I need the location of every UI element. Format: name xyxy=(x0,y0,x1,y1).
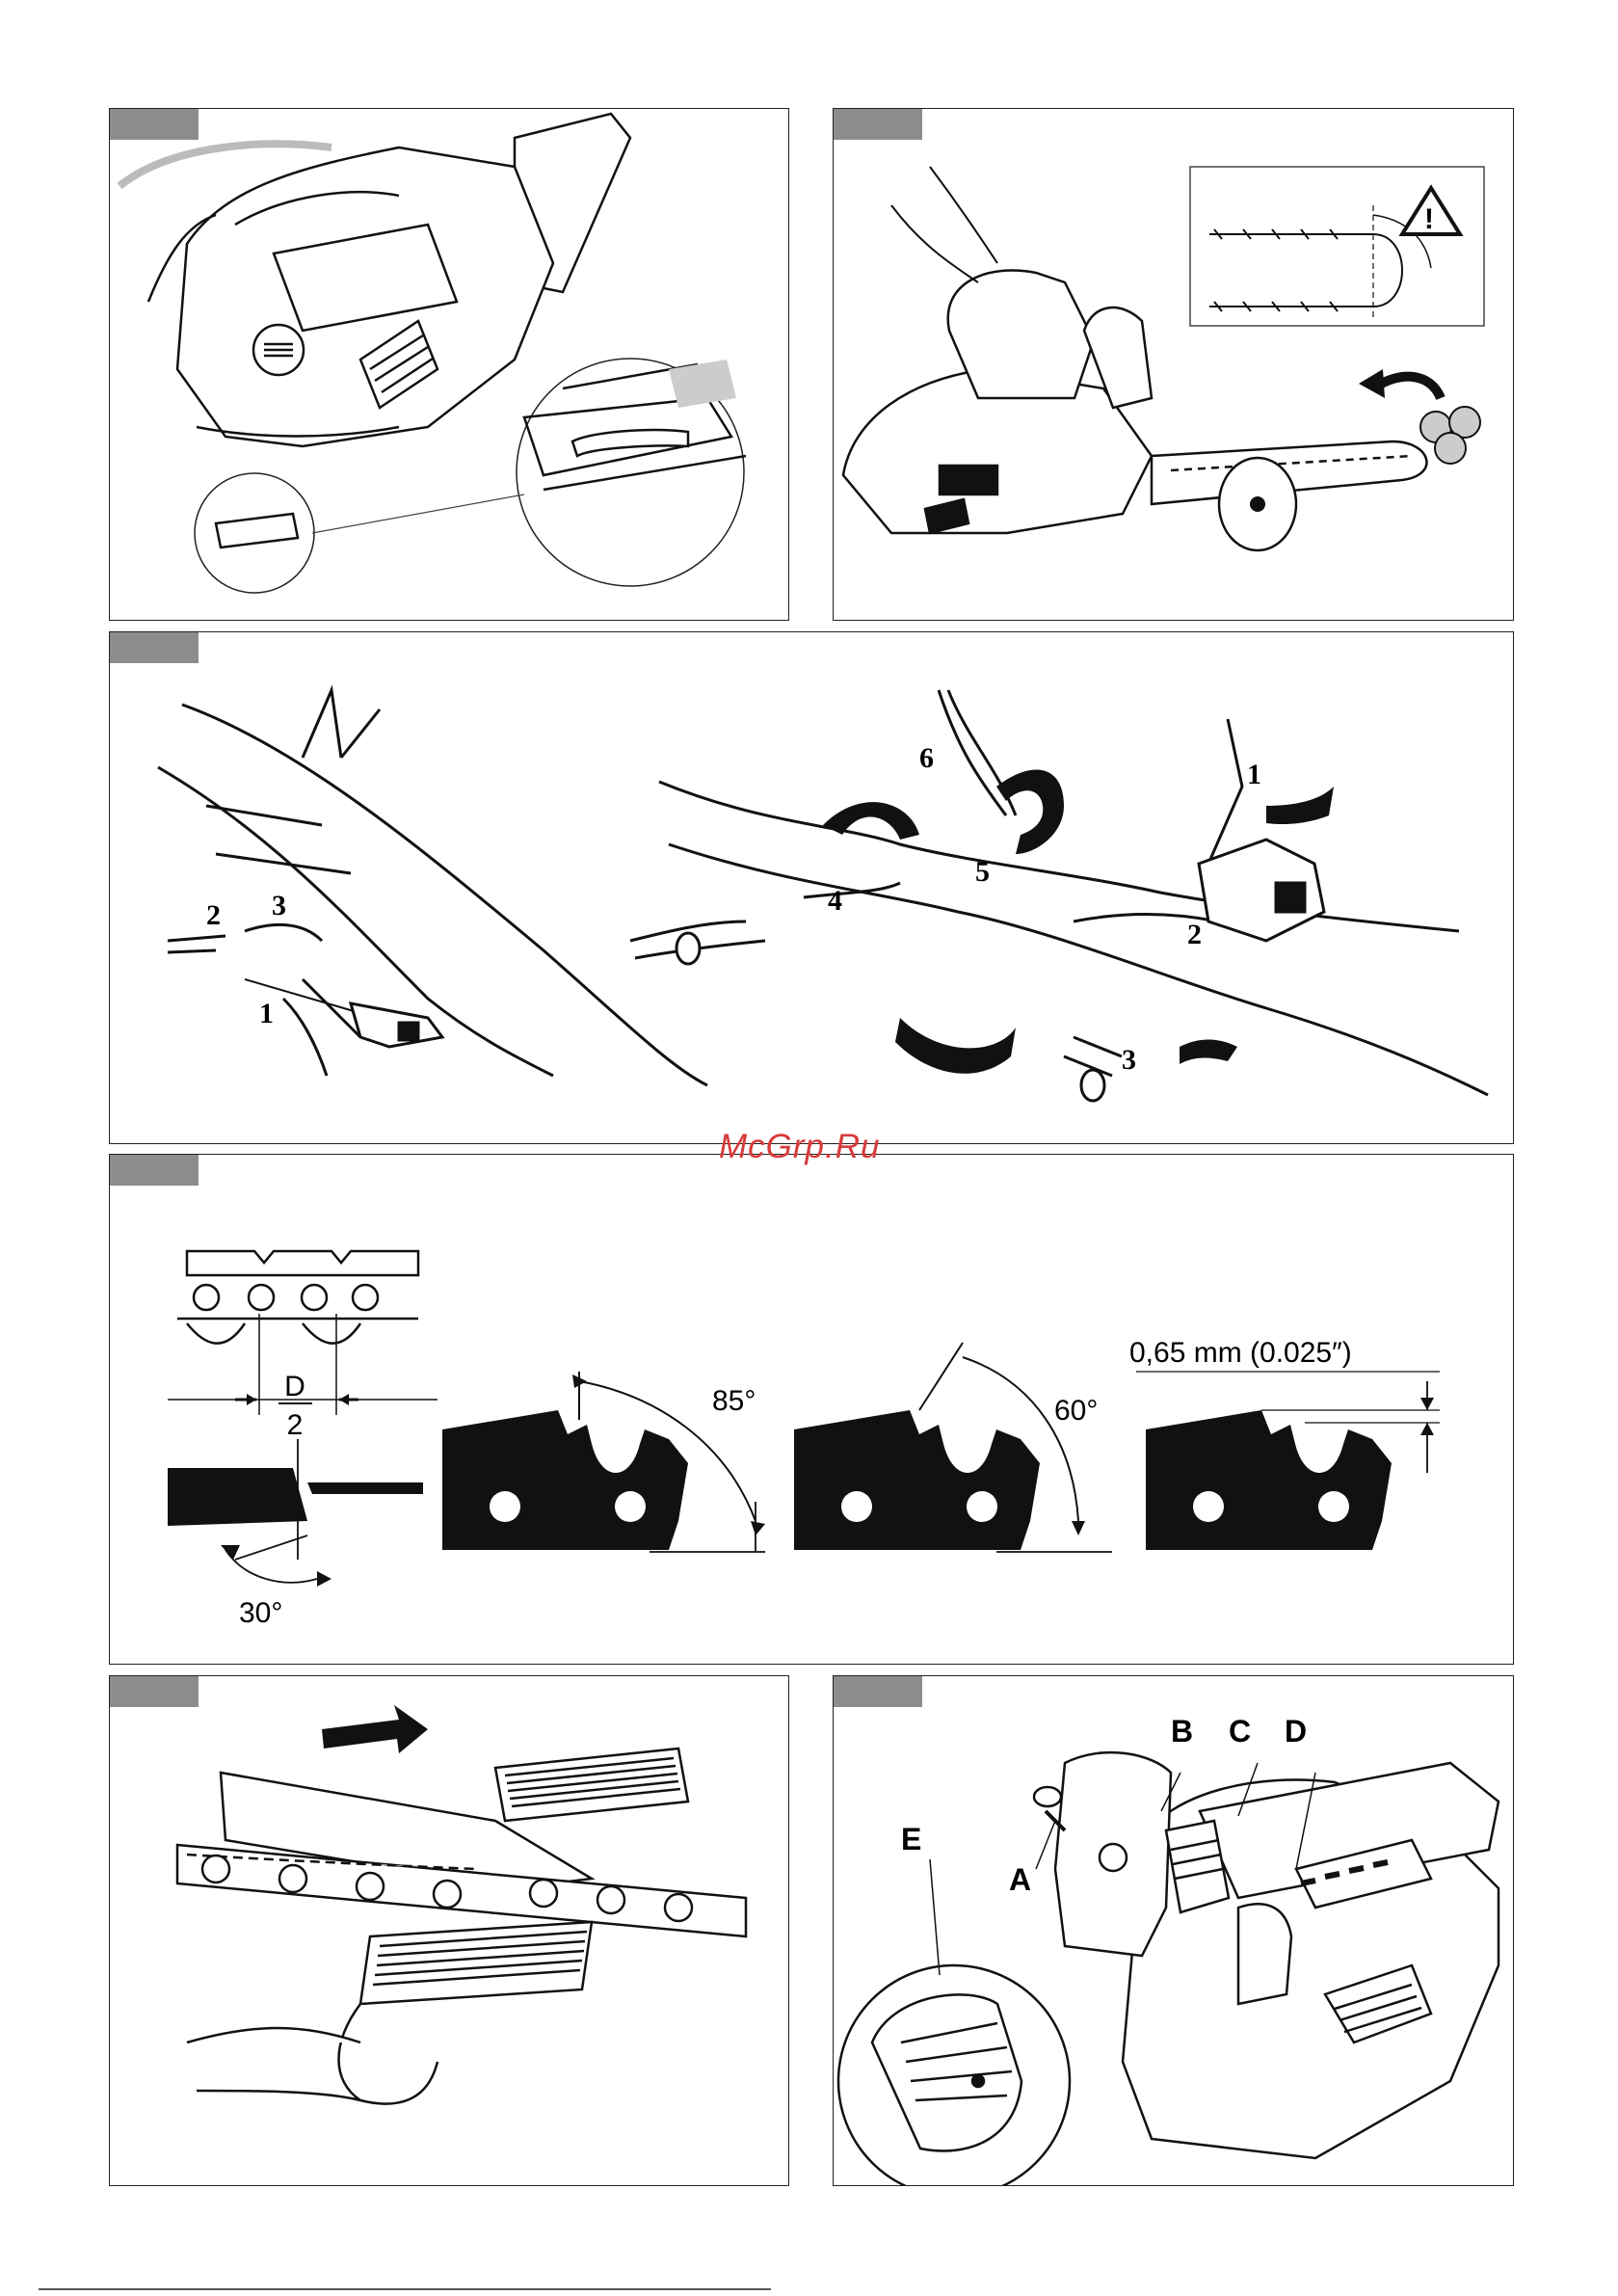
branch-cut-label: 1 xyxy=(1247,759,1261,790)
depth-gauge-label: 0,65 mm (0.025″) xyxy=(1129,1337,1352,1369)
angle-30-label: 30° xyxy=(239,1597,282,1629)
branch-cut-label: 3 xyxy=(1122,1044,1136,1076)
figure-panel-2: ! xyxy=(833,108,1514,621)
branch-cut-label: 5 xyxy=(975,856,990,888)
part-label-a: A xyxy=(1009,1862,1031,1897)
part-label-d: D xyxy=(1285,1714,1307,1749)
branch-cut-label: 1 xyxy=(259,998,274,1029)
cutter-tooth-depth-gauge: 0,65 mm (0.025″) xyxy=(1129,1337,1440,1550)
svg-text:!: ! xyxy=(1424,203,1434,235)
kickback-illustration: ! xyxy=(834,109,1514,621)
figure-panel-3: 2 3 1 6 5 4 1 xyxy=(109,631,1514,1144)
angle-85-label: 85° xyxy=(712,1385,756,1417)
figure-panel-4: D 2 30° 85° 60° xyxy=(109,1154,1514,1665)
chain-sharpening-diagram: D 2 30° 85° 60° xyxy=(110,1155,1514,1665)
file-guide-illustration xyxy=(110,1676,789,2186)
figure-panel-6: A B C D E xyxy=(833,1675,1514,2186)
part-label-e: E xyxy=(901,1822,921,1856)
angle-60-label: 60° xyxy=(1054,1395,1098,1427)
branch-cut-label: 3 xyxy=(272,890,286,921)
branch-cut-label: 2 xyxy=(1187,919,1202,950)
figure-panel-1 xyxy=(109,108,789,621)
figure-panel-5 xyxy=(109,1675,789,2186)
branch-cutting-illustration: 2 3 1 6 5 4 1 xyxy=(110,632,1514,1144)
branch-cut-label: 4 xyxy=(828,885,842,917)
branch-cut-label: 2 xyxy=(206,899,221,931)
footer-divider xyxy=(39,2288,771,2290)
branch-cut-label: 6 xyxy=(919,742,934,774)
parts-exploded-illustration: A B C D E xyxy=(834,1676,1514,2186)
part-label-c: C xyxy=(1229,1714,1251,1749)
cutter-tooth-85: 85° xyxy=(442,1372,765,1552)
part-label-b: B xyxy=(1171,1714,1193,1749)
chainsaw-closeup-illustration xyxy=(110,109,789,621)
pitch-label-d: D xyxy=(284,1371,305,1402)
watermark-text: McGrp.Ru xyxy=(719,1128,880,1166)
pitch-label-2: 2 xyxy=(287,1409,304,1441)
cutter-tooth-60: 60° xyxy=(794,1343,1112,1552)
